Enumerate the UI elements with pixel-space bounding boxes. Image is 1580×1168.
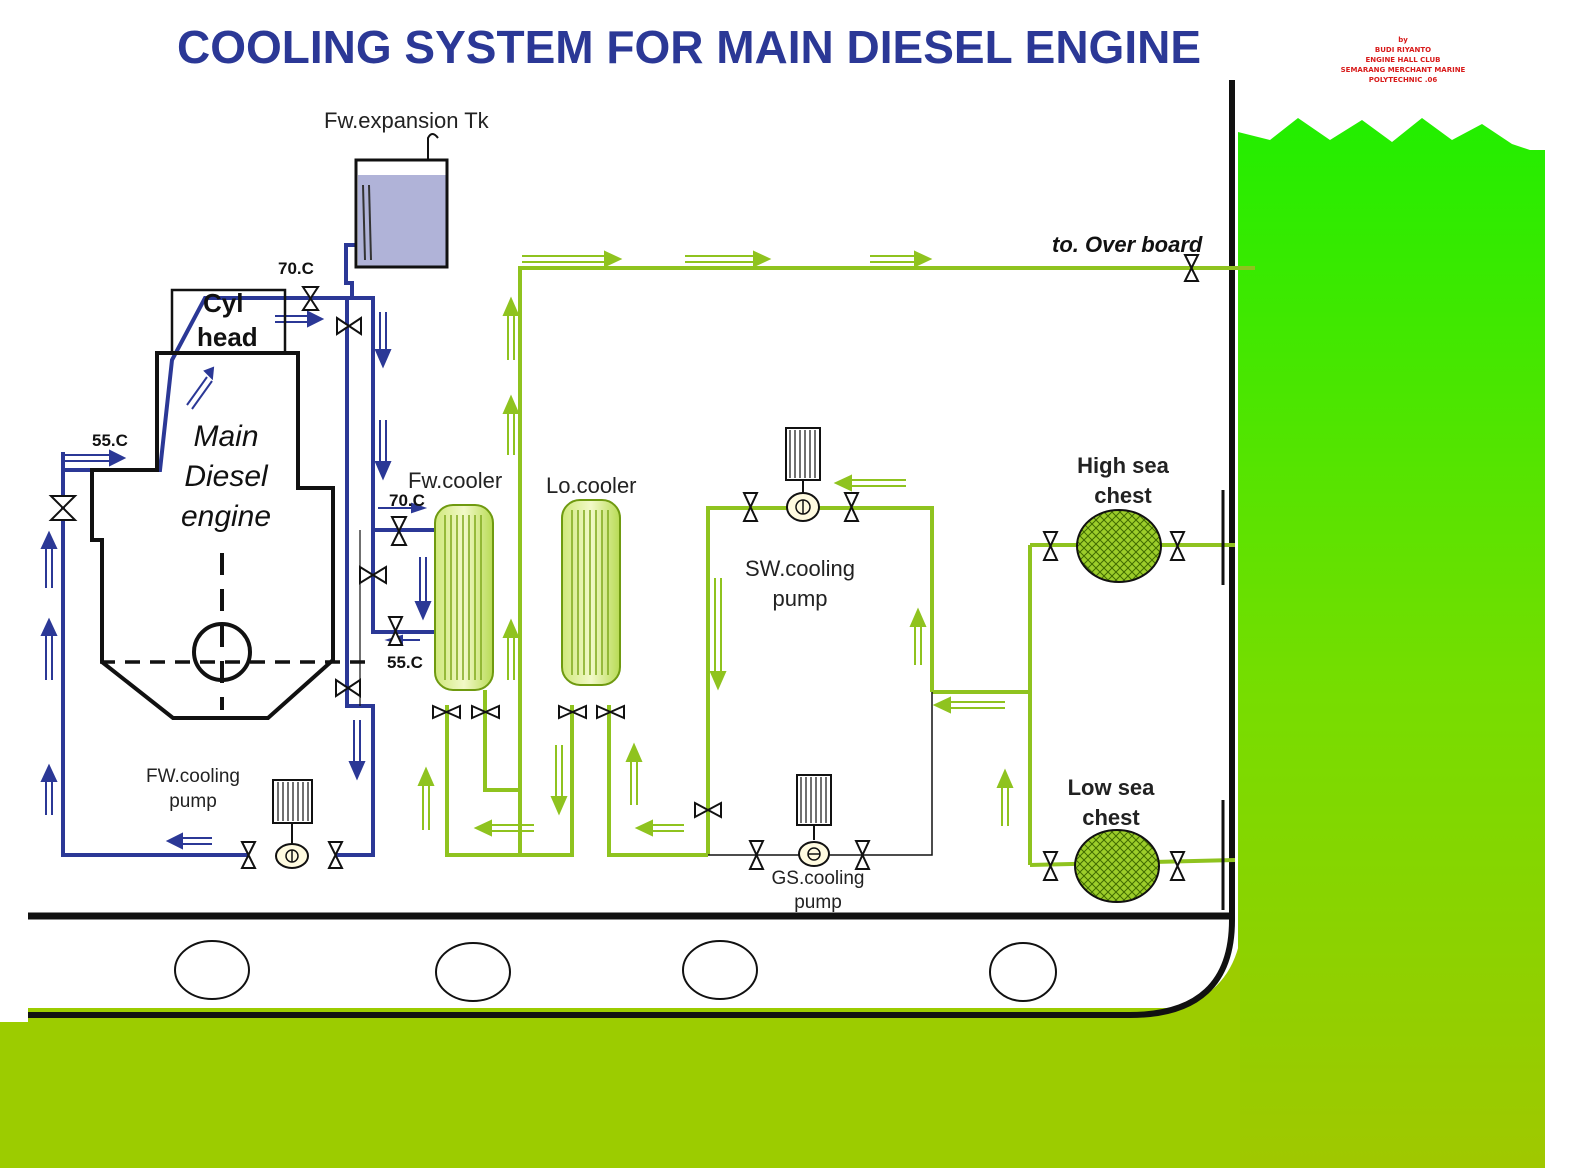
fw-cooler bbox=[434, 504, 494, 691]
high-sea-chest-label-1: High sea bbox=[1077, 453, 1169, 478]
valves bbox=[48, 254, 1200, 881]
low-sea-chest-label-1: Low sea bbox=[1068, 775, 1156, 800]
manhole bbox=[989, 942, 1057, 1002]
valve bbox=[854, 840, 871, 870]
valve bbox=[390, 516, 408, 546]
valve bbox=[336, 316, 362, 336]
gs-pump-label-1: GS.cooling bbox=[772, 868, 865, 889]
valve bbox=[301, 286, 320, 311]
ship-hull bbox=[28, 80, 1235, 1018]
high-sea-chest bbox=[1076, 509, 1162, 583]
valve bbox=[387, 616, 404, 646]
temp-label: 70.C bbox=[389, 491, 425, 510]
valve bbox=[359, 565, 387, 585]
credit-line: POLYTECHNIC .06 bbox=[1369, 76, 1438, 84]
gs-pump-line bbox=[708, 692, 933, 856]
engine-label-2: Diesel bbox=[184, 460, 269, 493]
sea-bottom bbox=[0, 940, 1240, 1168]
manhole bbox=[682, 940, 758, 1000]
main-engine bbox=[90, 288, 366, 720]
valve bbox=[1183, 254, 1200, 282]
credit-line: by bbox=[1398, 36, 1408, 44]
sea-right bbox=[1238, 118, 1545, 1168]
valve bbox=[471, 704, 500, 720]
credit-block: by BUDI RIYANTO ENGINE HALL CLUB SEMARAN… bbox=[1341, 36, 1466, 84]
valve bbox=[1042, 851, 1059, 881]
credit-line: BUDI RIYANTO bbox=[1375, 46, 1431, 54]
temp-label: 55.C bbox=[387, 653, 423, 672]
valve bbox=[748, 840, 765, 870]
engine-label-1: Main bbox=[193, 420, 258, 453]
valve bbox=[596, 704, 625, 720]
valve bbox=[48, 495, 78, 521]
credit-line: SEMARANG MERCHANT MARINE bbox=[1341, 66, 1466, 74]
overboard-label: to. Over board bbox=[1052, 232, 1203, 257]
valve bbox=[432, 704, 461, 720]
crankshaft bbox=[192, 622, 252, 682]
fresh-water-flow-arrows bbox=[40, 310, 432, 850]
cylinder-head bbox=[170, 288, 287, 355]
fw-cooling-pump bbox=[272, 779, 313, 869]
sea-water-system bbox=[445, 266, 1255, 867]
temp-label: 55.C bbox=[92, 431, 128, 450]
valve bbox=[1169, 851, 1186, 881]
fw-cooler-label: Fw.cooler bbox=[408, 468, 502, 493]
sw-pump-label-2: pump bbox=[772, 586, 827, 611]
credit-line: ENGINE HALL CLUB bbox=[1365, 56, 1440, 64]
fw-pump-label-1: FW.cooling bbox=[146, 766, 240, 787]
valve bbox=[742, 492, 759, 522]
low-sea-chest bbox=[1074, 829, 1160, 903]
sea-water-flow-arrows bbox=[417, 250, 1014, 837]
valve bbox=[558, 704, 587, 720]
expansion-tank-label: Fw.expansion Tk bbox=[324, 108, 490, 133]
valve bbox=[240, 841, 257, 869]
valve bbox=[843, 492, 860, 522]
manhole bbox=[435, 942, 511, 1002]
temp-label: 70.C bbox=[278, 259, 314, 278]
cyl-head-label-2: head bbox=[197, 322, 258, 352]
expansion-tank bbox=[354, 133, 449, 269]
valve bbox=[1042, 531, 1059, 561]
low-sea-chest-label-2: chest bbox=[1082, 805, 1140, 830]
valve bbox=[1169, 531, 1186, 561]
engine-label-3: engine bbox=[181, 500, 271, 533]
valve bbox=[327, 841, 344, 869]
sw-cooling-pump bbox=[785, 427, 821, 522]
lo-cooler bbox=[561, 499, 621, 686]
fw-pump-label-2: pump bbox=[169, 791, 217, 812]
sw-pump-label-1: SW.cooling bbox=[745, 556, 855, 581]
page-title: COOLING SYSTEM FOR MAIN DIESEL ENGINE bbox=[177, 21, 1201, 73]
gs-cooling-pump bbox=[796, 774, 832, 867]
valve bbox=[335, 678, 361, 698]
high-sea-chest-label-2: chest bbox=[1094, 483, 1152, 508]
fresh-water-system bbox=[61, 243, 462, 857]
lo-cooler-label: Lo.cooler bbox=[546, 473, 637, 498]
valve bbox=[694, 801, 722, 819]
cyl-head-label-1: Cyl bbox=[203, 288, 243, 318]
gs-pump-label-2: pump bbox=[794, 892, 842, 913]
manhole bbox=[174, 940, 250, 1000]
